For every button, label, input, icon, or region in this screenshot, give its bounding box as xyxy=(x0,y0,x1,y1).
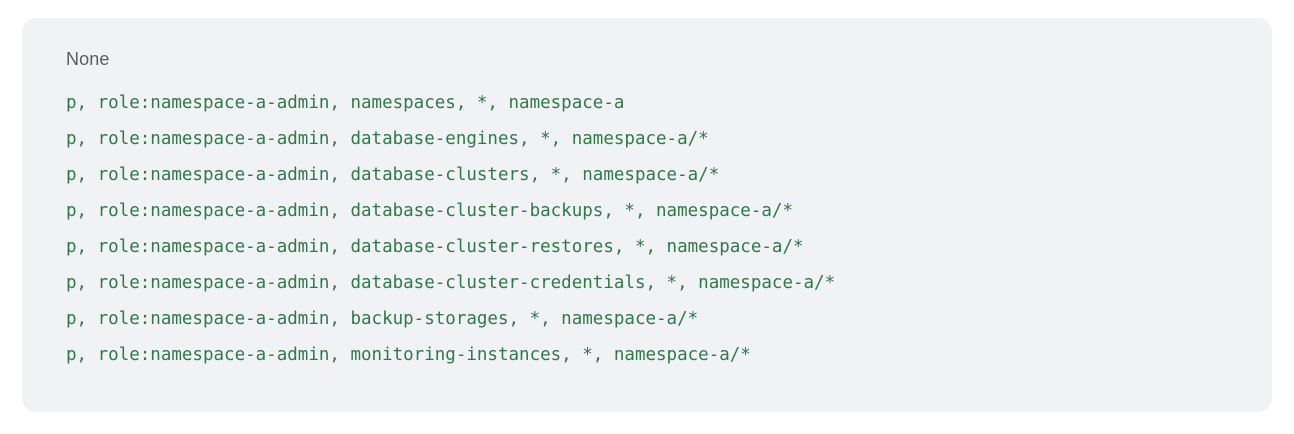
policy-line: p, role:namespace-a-admin, database-clus… xyxy=(66,237,804,257)
policy-line: p, role:namespace-a-admin, monitoring-in… xyxy=(66,345,751,365)
policy-line: p, role:namespace-a-admin, database-clus… xyxy=(66,165,720,185)
none-label: None xyxy=(66,49,110,69)
policy-line: p, role:namespace-a-admin, database-clus… xyxy=(66,201,793,221)
policy-list: p, role:namespace-a-admin, namespaces, *… xyxy=(66,85,1242,373)
policy-panel-content: None p, role:namespace-a-admin, namespac… xyxy=(66,46,1242,373)
policy-panel: None p, role:namespace-a-admin, namespac… xyxy=(22,18,1272,412)
policy-line: p, role:namespace-a-admin, namespaces, *… xyxy=(66,93,625,113)
policy-line: p, role:namespace-a-admin, database-engi… xyxy=(66,129,709,149)
policy-line: p, role:namespace-a-admin, database-clus… xyxy=(66,273,836,293)
policy-line: p, role:namespace-a-admin, backup-storag… xyxy=(66,309,699,329)
